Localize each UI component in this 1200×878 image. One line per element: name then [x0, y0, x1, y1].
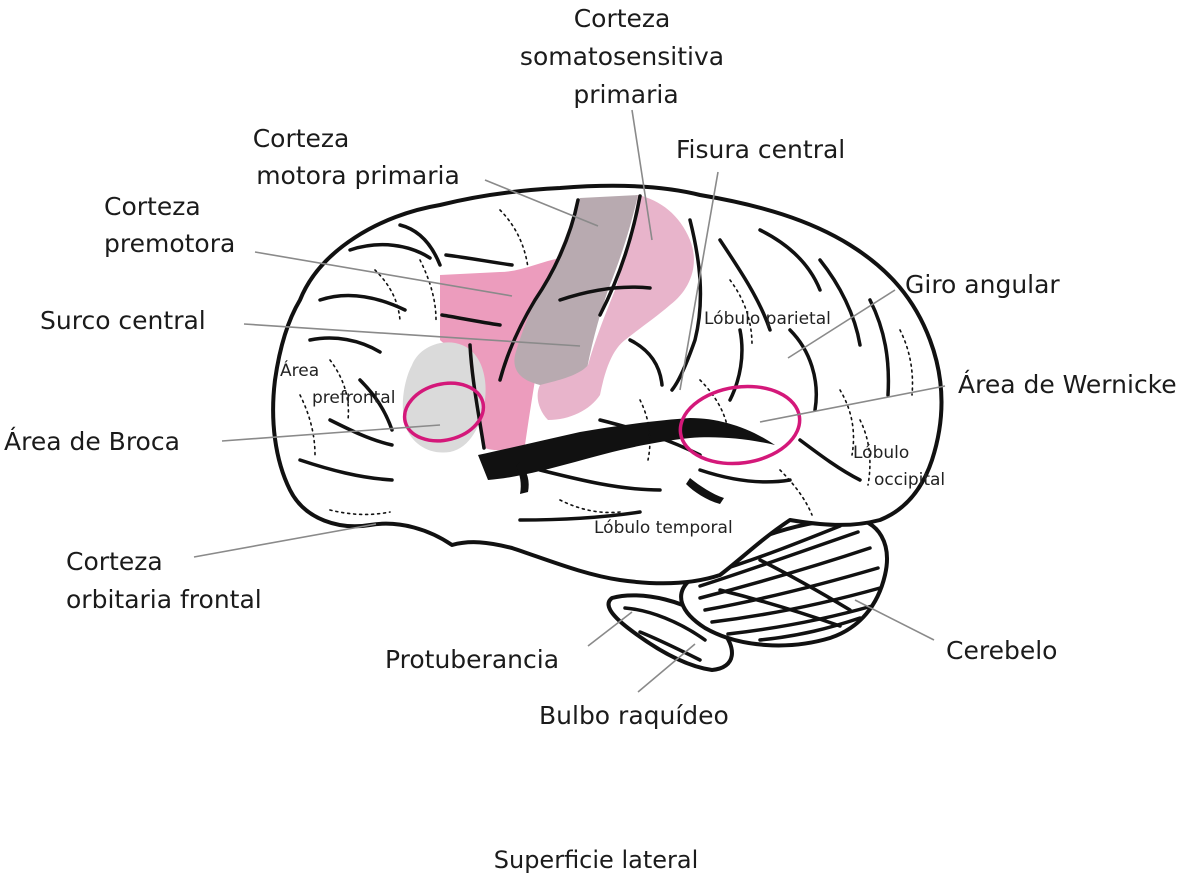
label-somatosensory-cortex: Corteza somatosensitiva primaria — [520, 4, 732, 109]
label-somatosensory-line-2: somatosensitiva — [520, 42, 724, 71]
lateral-fissure — [478, 418, 775, 480]
label-temporal-lobe: Lóbulo temporal — [594, 518, 733, 538]
label-orbitofrontal-line-2: orbitaria frontal — [66, 585, 262, 614]
label-cerebellum: Cerebelo — [946, 636, 1057, 665]
leader-central-fissure — [679, 171, 719, 391]
leader-angular-gyrus — [787, 289, 896, 359]
leader-motor — [484, 179, 599, 227]
leader-pons — [587, 611, 633, 647]
label-motor-line-2: motora primaria — [256, 161, 460, 190]
label-occipital-line-1: Lóbulo — [853, 443, 909, 463]
label-premotor-line-2: premotora — [104, 229, 235, 258]
label-motor-cortex: Corteza motora primaria — [253, 124, 460, 190]
leader-broca — [221, 424, 441, 442]
label-angular-gyrus: Giro angular — [905, 270, 1060, 299]
leader-medulla — [637, 643, 696, 693]
leader-premotor — [254, 251, 513, 297]
leader-orbitofrontal — [193, 523, 377, 558]
label-pons: Protuberancia — [385, 645, 559, 674]
leader-cerebellum — [854, 599, 935, 641]
label-premotor-cortex: Corteza premotora — [104, 192, 235, 258]
label-medulla: Bulbo raquídeo — [539, 701, 729, 730]
label-motor-line-1: Corteza — [253, 124, 350, 153]
label-broca-area: Área de Broca — [4, 427, 180, 456]
minor-sulci — [299, 209, 914, 516]
label-central-sulcus: Surco central — [40, 306, 206, 335]
label-somatosensory-line-1: Corteza — [574, 4, 671, 33]
wernicke-area-ring — [678, 384, 802, 466]
label-prefrontal-area: Área prefrontal — [280, 359, 395, 408]
motor-cortex-region — [514, 195, 638, 388]
label-occipital-lobe: Lóbulo occipital — [853, 443, 945, 490]
label-prefrontal-line-2: prefrontal — [312, 388, 395, 408]
label-occipital-line-2: occipital — [874, 470, 945, 490]
label-wernicke-area: Área de Wernicke — [958, 370, 1177, 399]
leader-central-sulcus — [243, 323, 581, 347]
prefrontal-area-region — [402, 342, 486, 453]
label-somatosensory-line-3: primaria — [573, 80, 678, 109]
label-prefrontal-line-1: Área — [280, 359, 319, 381]
figure-caption: Superficie lateral — [494, 846, 698, 874]
brainstem — [606, 593, 734, 672]
cortex-folds — [298, 194, 891, 522]
label-orbitofrontal-cortex: Corteza orbitaria frontal — [66, 547, 262, 614]
label-orbitofrontal-line-1: Corteza — [66, 547, 163, 576]
leader-somatosensory — [631, 109, 653, 241]
somatosensory-cortex-region — [537, 195, 694, 420]
label-premotor-line-1: Corteza — [104, 192, 201, 221]
leader-wernicke — [759, 385, 946, 423]
label-parietal-lobe: Lóbulo parietal — [704, 309, 831, 329]
leader-lines — [193, 109, 946, 693]
broca-area-ring — [402, 381, 486, 443]
label-central-fissure: Fisura central — [676, 135, 845, 164]
